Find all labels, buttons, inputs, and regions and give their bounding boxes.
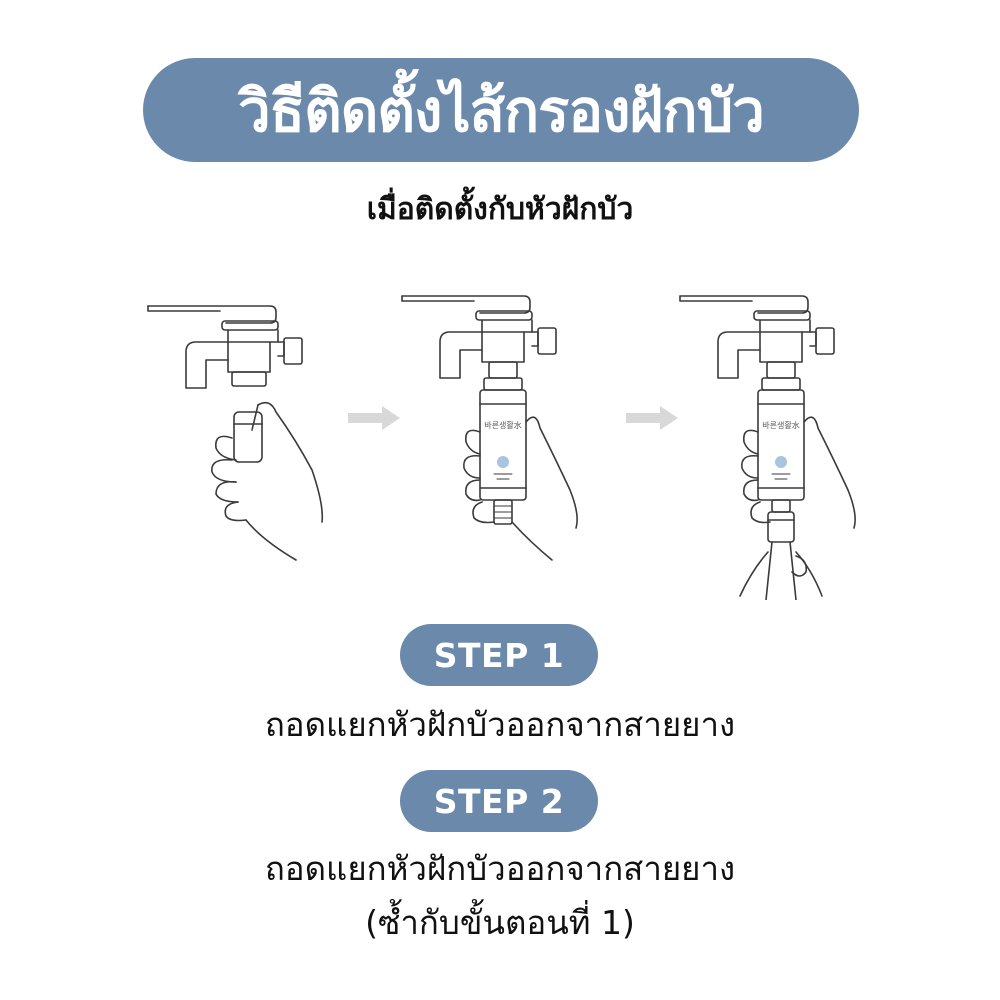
water-drop-icon <box>497 456 509 468</box>
installation-illustration: 바른생활水 <box>147 295 856 600</box>
step-1-description: ถอดแยกหัวฝักบัวออกจากสายยาง <box>264 705 736 744</box>
hand-icon <box>463 416 578 561</box>
step-2-note: (ซ้ำกับขั้นตอนที่ 1) <box>365 903 635 942</box>
hose-connector-icon <box>765 499 797 600</box>
faucet-icon <box>401 295 557 379</box>
hand-icon <box>739 551 823 597</box>
step-2-badge: STEP 2 <box>400 770 598 832</box>
water-drop-icon <box>775 456 787 468</box>
arrow-right-icon <box>626 406 678 430</box>
step-2-description: ถอดแยกหัวฝักบัวออกจากสายยาง <box>264 849 736 888</box>
removed-head-icon <box>233 411 263 463</box>
filter-brand-label: 바른생활水 <box>484 420 521 430</box>
panel-1-remove-shower-head <box>147 305 324 561</box>
panel-2-attach-filter: 바른생활水 <box>401 295 578 561</box>
hand-icon <box>741 416 856 529</box>
page-title: วิธีติดตั้งไส้กรองฝักบัว <box>238 76 765 145</box>
filter-brand-label: 바른생활水 <box>762 420 799 430</box>
title-banner: วิธีติดตั้งไส้กรองฝักบัว <box>143 58 859 162</box>
filter-icon: 바른생활水 <box>757 361 805 501</box>
filter-icon: 바른생활水 <box>479 361 527 525</box>
page-subtitle: เมื่อติดตั้งกับหัวฝักบัว <box>366 192 634 227</box>
panel-3-connect-hose: 바른생활水 <box>679 295 856 600</box>
hand-icon <box>211 401 324 561</box>
step-1-badge: STEP 1 <box>400 624 598 686</box>
arrow-right-icon <box>348 406 400 430</box>
faucet-icon <box>679 295 835 379</box>
faucet-icon <box>147 305 303 389</box>
